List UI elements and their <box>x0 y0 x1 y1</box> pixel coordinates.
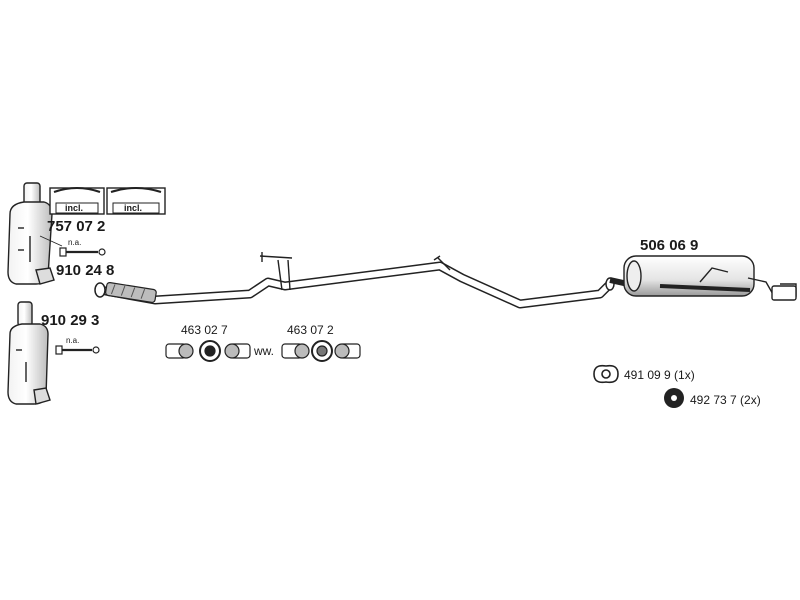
included-clamp-box-1 <box>49 187 105 215</box>
part-number-gasket: 491 09 9 (1x) <box>624 368 695 382</box>
sensor-a <box>39 235 106 257</box>
sensor-a-note: n.a. <box>68 238 82 247</box>
rubber-mount <box>664 388 684 408</box>
rear-muffler-unit <box>609 255 797 301</box>
clamp-kit-b <box>281 340 361 362</box>
part-number-dpf-a: 757 07 2 <box>47 218 106 235</box>
main-exhaust-pipe <box>94 261 615 309</box>
part-number-dpf-b: 910 29 3 <box>41 312 100 329</box>
gasket-ring <box>593 364 619 384</box>
sensor-b <box>55 345 100 355</box>
part-number-sensor-a: 910 24 8 <box>56 262 115 279</box>
part-number-rear-muffler: 506 06 9 <box>640 237 699 254</box>
ww-note: ww. <box>254 344 275 358</box>
flex-pipe-section <box>105 281 157 303</box>
part-number-clamp-b: 463 07 2 <box>287 323 334 337</box>
part-number-rubber-mount: 492 73 7 (2x) <box>690 393 761 407</box>
sensor-b-note: n.a. <box>66 336 80 345</box>
part-number-clamp-a: 463 02 7 <box>181 323 228 337</box>
included-clamp-box-2 <box>106 187 166 215</box>
particulate-filter-a <box>7 182 55 285</box>
clamp-kit-a <box>165 340 251 362</box>
incl-label-1: incl. <box>65 203 84 213</box>
pipe-hanger-bracket-1 <box>259 252 293 291</box>
pipe-hanger-bracket-2 <box>433 255 451 271</box>
incl-label-2: incl. <box>124 203 143 213</box>
particulate-filter-b <box>7 301 51 405</box>
